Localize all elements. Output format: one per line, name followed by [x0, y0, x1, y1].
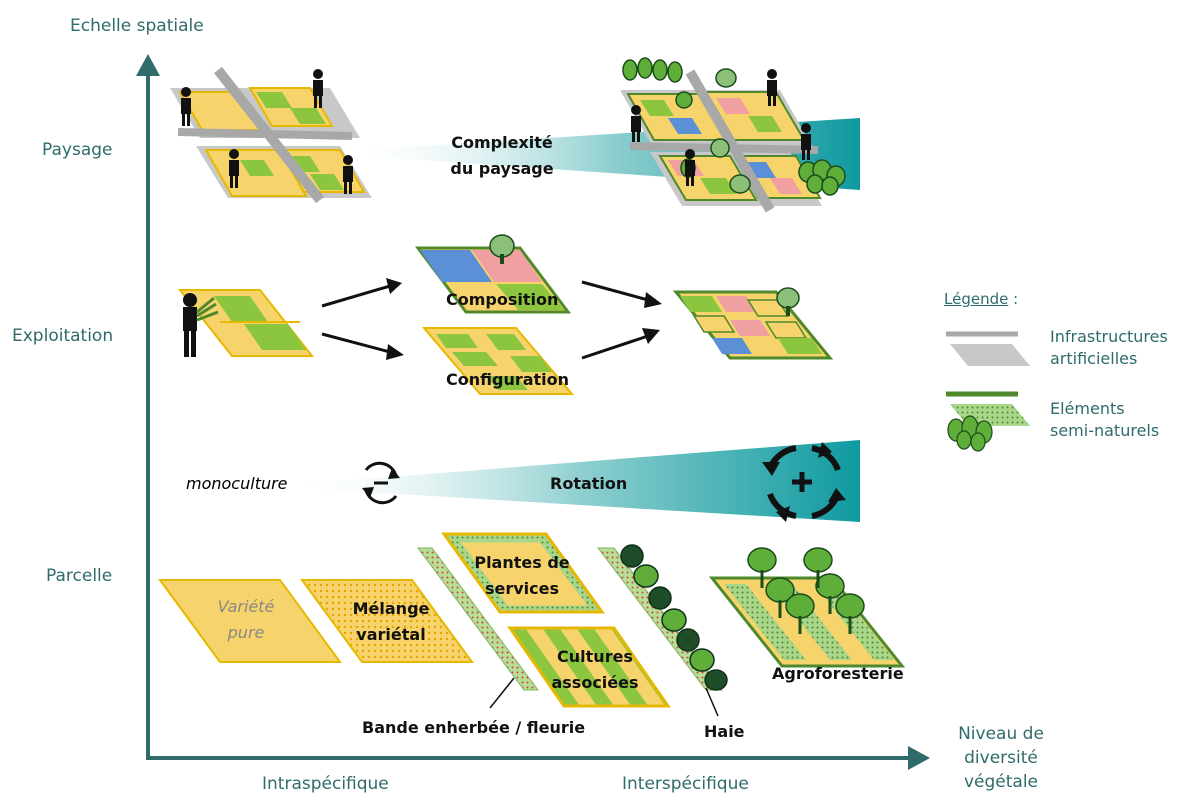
farmer-icon	[183, 293, 219, 357]
intercropping-label: Cultures associées	[540, 644, 650, 696]
y-axis-arrow-icon	[136, 54, 160, 76]
x-axis-title-line3: végétale	[963, 772, 1039, 792]
plot-varietal-mix	[300, 579, 474, 663]
legend-infra-line2: artificielles	[1050, 349, 1138, 368]
intercropping-line1: Cultures	[557, 647, 633, 666]
configuration-label: Configuration	[446, 370, 570, 389]
agroforestry-label: Agroforesterie	[772, 664, 904, 683]
x-tick-interspecific: Interspécifique	[622, 774, 749, 794]
tree-icon	[747, 547, 865, 634]
composition-label: Composition	[446, 290, 559, 309]
x-axis-arrow-icon	[908, 746, 930, 770]
monoculture-label: monoculture	[186, 474, 288, 493]
rotation-gradient	[300, 440, 860, 522]
y-level-paysage: Paysage	[42, 140, 113, 160]
service-plants-line1: Plantes de	[474, 553, 570, 572]
arrow-to-configuration	[321, 332, 404, 360]
legend-infra-symbol	[946, 331, 1030, 366]
landscape-complexity-line1: Complexité	[451, 133, 553, 152]
grass-strip	[417, 547, 539, 691]
grass-strip-label: Bande enherbée / fleurie	[362, 718, 586, 737]
arrow-from-composition	[581, 280, 662, 308]
farm-simple	[177, 289, 315, 357]
arrow-to-composition	[321, 278, 402, 308]
hedge-label: Haie	[704, 722, 745, 741]
legend-seminatural-label: Eléments semi-naturels	[1050, 398, 1159, 442]
plot-service-plants	[441, 532, 605, 614]
landscape-complexity-line2: du paysage	[450, 159, 554, 178]
varietal-mix-label: Mélange variétal	[336, 596, 446, 648]
plot-pure-variety	[158, 579, 342, 663]
arrow-from-configuration	[581, 328, 660, 360]
legend-title-text: Légende	[944, 290, 1009, 308]
pure-variety-line2: pure	[227, 623, 265, 642]
tree-icon	[776, 287, 800, 316]
plot-intercropping	[507, 626, 671, 708]
legend-infra-label: Infrastructures artificielles	[1050, 326, 1168, 370]
x-axis-title-line2: diversité	[964, 748, 1038, 768]
y-level-parcelle: Parcelle	[46, 566, 113, 586]
legend-infra-line1: Infrastructures	[1050, 327, 1168, 346]
landscape-complexity-label: Complexité du paysage	[432, 130, 572, 182]
landscape-simple	[170, 66, 372, 204]
y-axis-title: Echelle spatiale	[70, 16, 204, 36]
service-plants-label: Plantes de services	[466, 550, 578, 602]
farm-configuration	[421, 327, 575, 395]
farm-composition	[415, 246, 571, 314]
varietal-mix-line1: Mélange	[352, 599, 430, 618]
rotation-label: Rotation	[550, 474, 628, 493]
tree-icon	[489, 234, 515, 264]
farm-combined	[672, 290, 834, 360]
legend-title-suffix: :	[1008, 290, 1019, 308]
hedge	[596, 544, 728, 691]
axes	[136, 54, 930, 770]
x-axis-title-line1: Niveau de	[958, 724, 1044, 744]
farmer-icon	[181, 69, 353, 194]
y-level-exploitation: Exploitation	[12, 326, 114, 346]
rotation-minus-icon	[362, 461, 400, 505]
legend-seminatural-symbol	[946, 391, 1030, 452]
varietal-mix-line2: variétal	[356, 625, 426, 644]
pure-variety-label: Variété pure	[196, 594, 296, 646]
grass-strip-pointer	[489, 677, 515, 709]
legend-seminatural-line1: Eléments	[1050, 399, 1125, 418]
pure-variety-line1: Variété	[217, 597, 275, 616]
legend-seminatural-line2: semi-naturels	[1050, 421, 1160, 440]
x-axis-title: Niveau de diversité végétale	[936, 722, 1066, 794]
farmer-icon	[631, 69, 811, 186]
plot-agroforestry	[708, 576, 906, 668]
hedge-pointer	[705, 687, 719, 717]
service-plants-line2: services	[484, 579, 560, 598]
intercropping-line2: associées	[551, 673, 639, 692]
rotation-plus-icon	[762, 442, 846, 522]
legend-title: Légende :	[944, 290, 1018, 308]
x-tick-intraspecific: Intraspécifique	[262, 774, 389, 794]
